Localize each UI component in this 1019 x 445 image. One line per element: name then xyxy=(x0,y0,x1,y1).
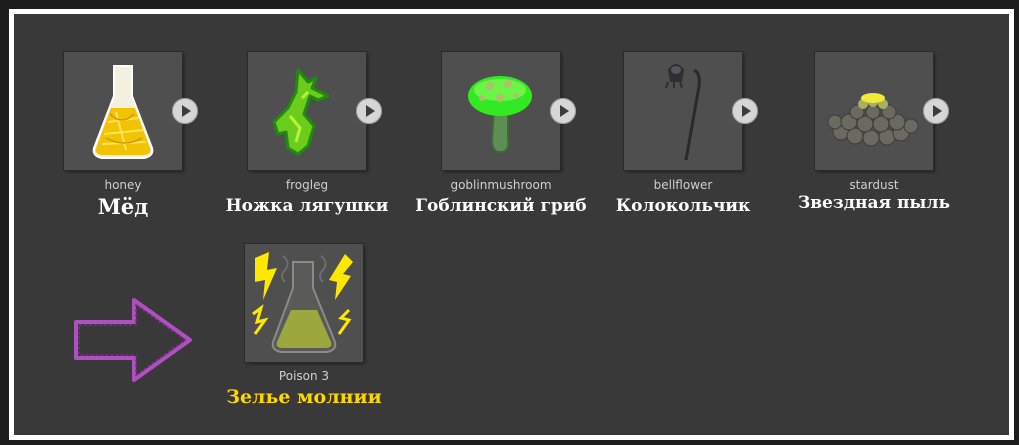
ingredient-slot-stardust[interactable] xyxy=(815,52,933,170)
ingredient-id-goblinmushroom: goblinmushroom xyxy=(450,178,552,192)
play-button-honey[interactable] xyxy=(172,98,198,124)
ingredient-slot-honey[interactable] xyxy=(64,52,182,170)
play-button-stardust[interactable] xyxy=(923,98,949,124)
ingredient-name-goblinmushroom: Гоблинский гриб xyxy=(415,196,587,216)
ingredient-slot-frogleg[interactable] xyxy=(248,52,366,170)
ingredient-name-stardust: Звездная пыль xyxy=(797,193,950,213)
ingredient-name-honey: Мёд xyxy=(97,194,149,219)
ingredient-id-honey: honey xyxy=(104,178,142,192)
ingredient-name-frogleg: Ножка лягушки xyxy=(225,196,389,216)
ingredient-name-bellflower: Колокольчик xyxy=(615,196,751,216)
ingredient-id-frogleg: frogleg xyxy=(285,178,329,192)
recipe-panel: honey Мёд frogleg Ножка лягушки goblinmu… xyxy=(9,9,1014,440)
play-button-bellflower[interactable] xyxy=(732,98,758,124)
result-id: Poison 3 xyxy=(278,369,330,383)
play-button-frogleg[interactable] xyxy=(356,98,382,124)
play-button-goblinmushroom[interactable] xyxy=(550,98,576,124)
result-slot[interactable] xyxy=(245,244,363,362)
honey-flask-icon xyxy=(92,65,154,159)
ingredient-slot-bellflower[interactable] xyxy=(624,52,742,170)
lightning-potion-icon xyxy=(252,252,353,353)
arrow-right-icon xyxy=(74,298,192,382)
stardust-pile-icon xyxy=(827,93,919,147)
bellflower-icon xyxy=(665,64,701,161)
ingredient-slot-goblinmushroom[interactable] xyxy=(442,52,560,170)
ingredient-id-stardust: stardust xyxy=(849,178,899,192)
ingredient-id-bellflower: bellflower xyxy=(653,178,713,192)
frog-leg-icon xyxy=(272,68,330,156)
mushroom-icon xyxy=(468,76,532,154)
result-name: Зелье молнии xyxy=(226,386,382,408)
